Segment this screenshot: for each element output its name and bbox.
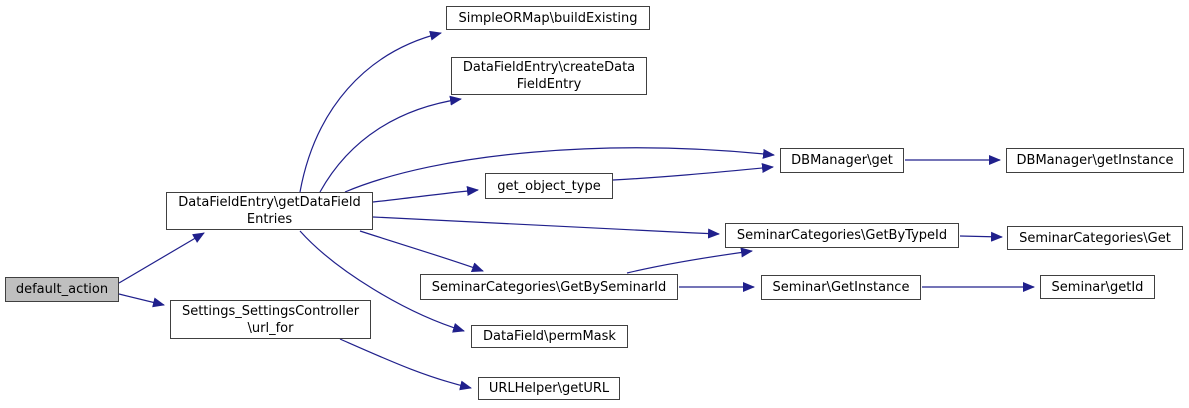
node-buildexisting[interactable]: SimpleORMap\buildExisting: [446, 6, 650, 30]
node-getbytypeid[interactable]: SeminarCategories\GetByTypeId: [725, 223, 959, 248]
node-label-line2: FieldEntry: [516, 77, 582, 92]
node-seminar-getinstance[interactable]: Seminar\GetInstance: [761, 275, 921, 300]
node-dbmanager-getinstance[interactable]: DBManager\getInstance: [1006, 148, 1184, 173]
node-permmask[interactable]: DataField\permMask: [471, 325, 628, 348]
node-dbmanager-get[interactable]: DBManager\get: [780, 148, 904, 173]
node-label: SimpleORMap\buildExisting: [458, 10, 638, 26]
edge-getdatafieldentries-to-buildexisting: [299, 30, 442, 193]
node-getbyseminarid[interactable]: SeminarCategories\GetBySeminarId: [420, 274, 678, 300]
edge-getdatafieldentries-to-getbyseminarid: [359, 230, 484, 272]
edge-getbyseminarid-to-getbytypeid: [626, 247, 753, 274]
node-label: DataField\permMask: [483, 329, 616, 344]
node-label: DBManager\getInstance: [1016, 153, 1174, 168]
node-get-object-type[interactable]: get_object_type: [485, 173, 613, 199]
node-label: Seminar\GetInstance: [772, 280, 910, 295]
node-label: Seminar\getId: [1051, 279, 1144, 295]
node-seminarcategories-get[interactable]: SeminarCategories\Get: [1007, 226, 1183, 250]
node-label-line1: Settings_SettingsController: [181, 303, 360, 319]
node-url-for[interactable]: Settings_SettingsController \url_for: [170, 300, 371, 339]
node-default-action[interactable]: default_action: [5, 277, 119, 302]
node-label-line1: DataFieldEntry\getDataField: [178, 195, 361, 210]
node-getdatafieldentries[interactable]: DataFieldEntry\getDataField Entries: [166, 192, 373, 230]
node-label: DBManager\get: [791, 153, 893, 168]
node-label: SeminarCategories\Get: [1019, 230, 1171, 246]
node-label-line1: DataFieldEntry\createData: [462, 60, 636, 75]
edge-getdatafieldentries-to-getbytypeid: [372, 216, 720, 239]
node-geturl[interactable]: URLHelper\getURL: [478, 377, 620, 400]
edge-default-action-to-url-for: [118, 293, 165, 308]
node-label: SeminarCategories\GetByTypeId: [736, 228, 948, 243]
edge-getdatafieldentries-to-createdatafieldentry: [319, 95, 462, 193]
node-label: default_action: [15, 282, 109, 297]
node-label: URLHelper\getURL: [488, 381, 610, 396]
edge-default-action-to-getdatafieldentries: [118, 232, 205, 284]
node-label: get_object_type: [497, 178, 601, 194]
node-createdatafieldentry[interactable]: DataFieldEntry\createData FieldEntry: [451, 57, 647, 95]
edge-getdatafieldentries-to-get-object-type: [372, 186, 479, 203]
node-label-line2: \url_for: [247, 320, 294, 336]
node-seminar-getid[interactable]: Seminar\getId: [1040, 275, 1155, 299]
edge-get-object-type-to-dbmanager-get: [612, 163, 774, 181]
node-label: SeminarCategories\GetBySeminarId: [431, 279, 667, 295]
edge-url-for-to-geturl: [339, 338, 472, 391]
node-label-line2: Entries: [246, 212, 293, 227]
edge-getbytypeid-to-seminarcategories-get: [959, 231, 1003, 242]
